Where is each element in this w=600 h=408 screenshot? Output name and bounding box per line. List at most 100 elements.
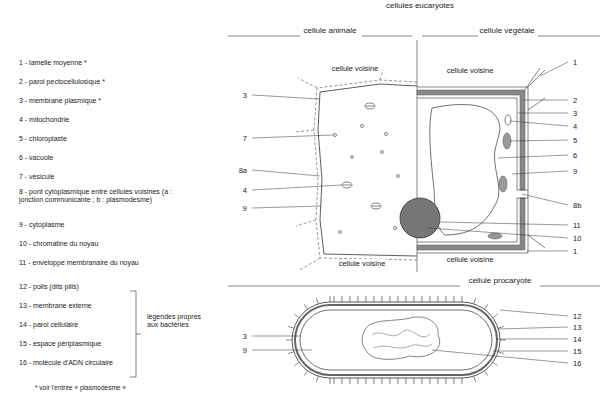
pilus-stroke [446, 378, 447, 384]
legend-entry: 7 - vésicule [18, 173, 55, 181]
pilus-stroke [422, 378, 423, 384]
pilus-stroke [462, 296, 463, 302]
legend-entry: 15 - espace périplasmique [18, 340, 102, 348]
callout-number: 10 [572, 234, 582, 243]
pilus-stroke [350, 378, 351, 384]
pilus-stroke [438, 378, 439, 384]
pilus-stroke [422, 296, 423, 302]
legend-entry: 1 - lamelle moyenne * [18, 59, 88, 67]
pilus-stroke [316, 376, 318, 382]
callout-number: 7 [242, 134, 248, 143]
pilus-stroke [406, 296, 407, 302]
pilus-stroke [334, 296, 335, 302]
legend-entry: 2 - paroi pectocellulosique * [18, 78, 106, 86]
callout-number: 3 [242, 332, 248, 341]
pilus-stroke [500, 340, 506, 341]
pilus-stroke [288, 352, 294, 354]
pilus-stroke [498, 326, 504, 328]
section-heading: cellule procaryote [468, 276, 533, 286]
leader-lines [252, 62, 568, 363]
section-heading: cellule végétale [478, 26, 535, 36]
callout-number: 8a [238, 166, 248, 175]
pilus-stroke [382, 296, 383, 302]
pilus-stroke [474, 376, 476, 382]
legend-entry: 8 - pont cytoplasmique entre cellules vo… [18, 188, 185, 205]
pilus-stroke [288, 326, 294, 328]
legend-entry: 12 - poils (dits pilis) [18, 283, 80, 291]
legend-entry: 6 - vacuole [18, 154, 54, 162]
pilus-stroke [493, 362, 498, 366]
legend-entry: 13 - membrane externe [18, 302, 93, 310]
pilus-stroke [414, 296, 415, 302]
pilus-stroke [406, 378, 407, 384]
legend-entry: 10 - chromatine du noyau [18, 240, 99, 248]
pilus-stroke [342, 296, 343, 302]
callout-number: 1 [572, 58, 578, 67]
pilus-stroke [398, 296, 399, 302]
figure-title: cellules eucaryotes [386, 1, 454, 10]
pilus-stroke [366, 296, 367, 302]
pilus-stroke [493, 314, 498, 318]
pilus-stroke [358, 378, 359, 384]
footnote: * voir l'entrée « plasmodesme » [34, 384, 127, 392]
section-heading: cellule animale [303, 26, 358, 36]
pilus-stroke [390, 296, 391, 302]
legend-entry: 9 - cytoplasme [18, 221, 66, 229]
callout-number: 1 [572, 247, 578, 256]
pilus-stroke [366, 378, 367, 384]
callout-number: 5 [572, 136, 578, 145]
callout-number: 12 [572, 312, 582, 321]
callout-number: 9 [242, 204, 248, 213]
bracket-note: légendes propres aux bactéries [146, 313, 208, 330]
bacterium [286, 296, 506, 384]
pilus-stroke [330, 296, 331, 302]
pilus-stroke [374, 296, 375, 302]
pilus-stroke [484, 304, 488, 309]
pilus-stroke [330, 378, 331, 384]
callout-number: 9 [242, 346, 248, 355]
pilus-stroke [390, 378, 391, 384]
region-label: cellule voisine [446, 255, 495, 264]
pilus-stroke [286, 340, 292, 341]
pilus-stroke [316, 298, 318, 304]
region-label: cellule voisine [446, 66, 495, 75]
callout-number: 16 [572, 359, 582, 368]
pilus-stroke [484, 371, 488, 376]
legend-entry: 4 - mitochondrie [18, 116, 70, 124]
callout-number: 8b [572, 201, 582, 210]
pilus-stroke [304, 371, 308, 376]
region-label: cellule voisine [331, 64, 380, 73]
pilus-stroke [358, 296, 359, 302]
plant-cell [400, 68, 545, 253]
region-label: cellule voisine [338, 259, 387, 268]
pilus-stroke [446, 296, 447, 302]
legend-entry: 16 - molécule d'ADN circulaire [18, 359, 114, 367]
callout-number: 3 [572, 109, 578, 118]
pilus-stroke [498, 352, 504, 354]
callout-number: 2 [572, 96, 578, 105]
pilus-stroke [374, 378, 375, 384]
callout-number: 15 [572, 347, 582, 356]
legend-entry: 11 - enveloppe membranaire du noyau [18, 259, 140, 267]
pilus-stroke [454, 378, 455, 384]
pilus-stroke [342, 378, 343, 384]
legend-entry: 14 - paroi cellulaire [18, 321, 79, 329]
pilus-stroke [454, 296, 455, 302]
pilus-stroke [294, 362, 299, 366]
pilus-stroke [294, 314, 299, 318]
pilus-stroke [462, 378, 463, 384]
pilus-stroke [430, 296, 431, 302]
callout-number: 3 [242, 91, 248, 100]
pilus-stroke [430, 378, 431, 384]
legend-entry: 3 - membrane plasmique * [18, 97, 102, 105]
pilus-stroke [304, 304, 308, 309]
pilus-stroke [334, 378, 335, 384]
callout-number: 11 [572, 221, 582, 230]
legend-entry: 5 - chloroplaste [18, 135, 68, 143]
pilus-stroke [438, 296, 439, 302]
callout-number: 14 [572, 335, 582, 344]
callout-number: 9 [572, 167, 578, 176]
animal-cell [295, 70, 417, 270]
pilus-stroke [382, 378, 383, 384]
callout-number: 4 [572, 122, 578, 131]
